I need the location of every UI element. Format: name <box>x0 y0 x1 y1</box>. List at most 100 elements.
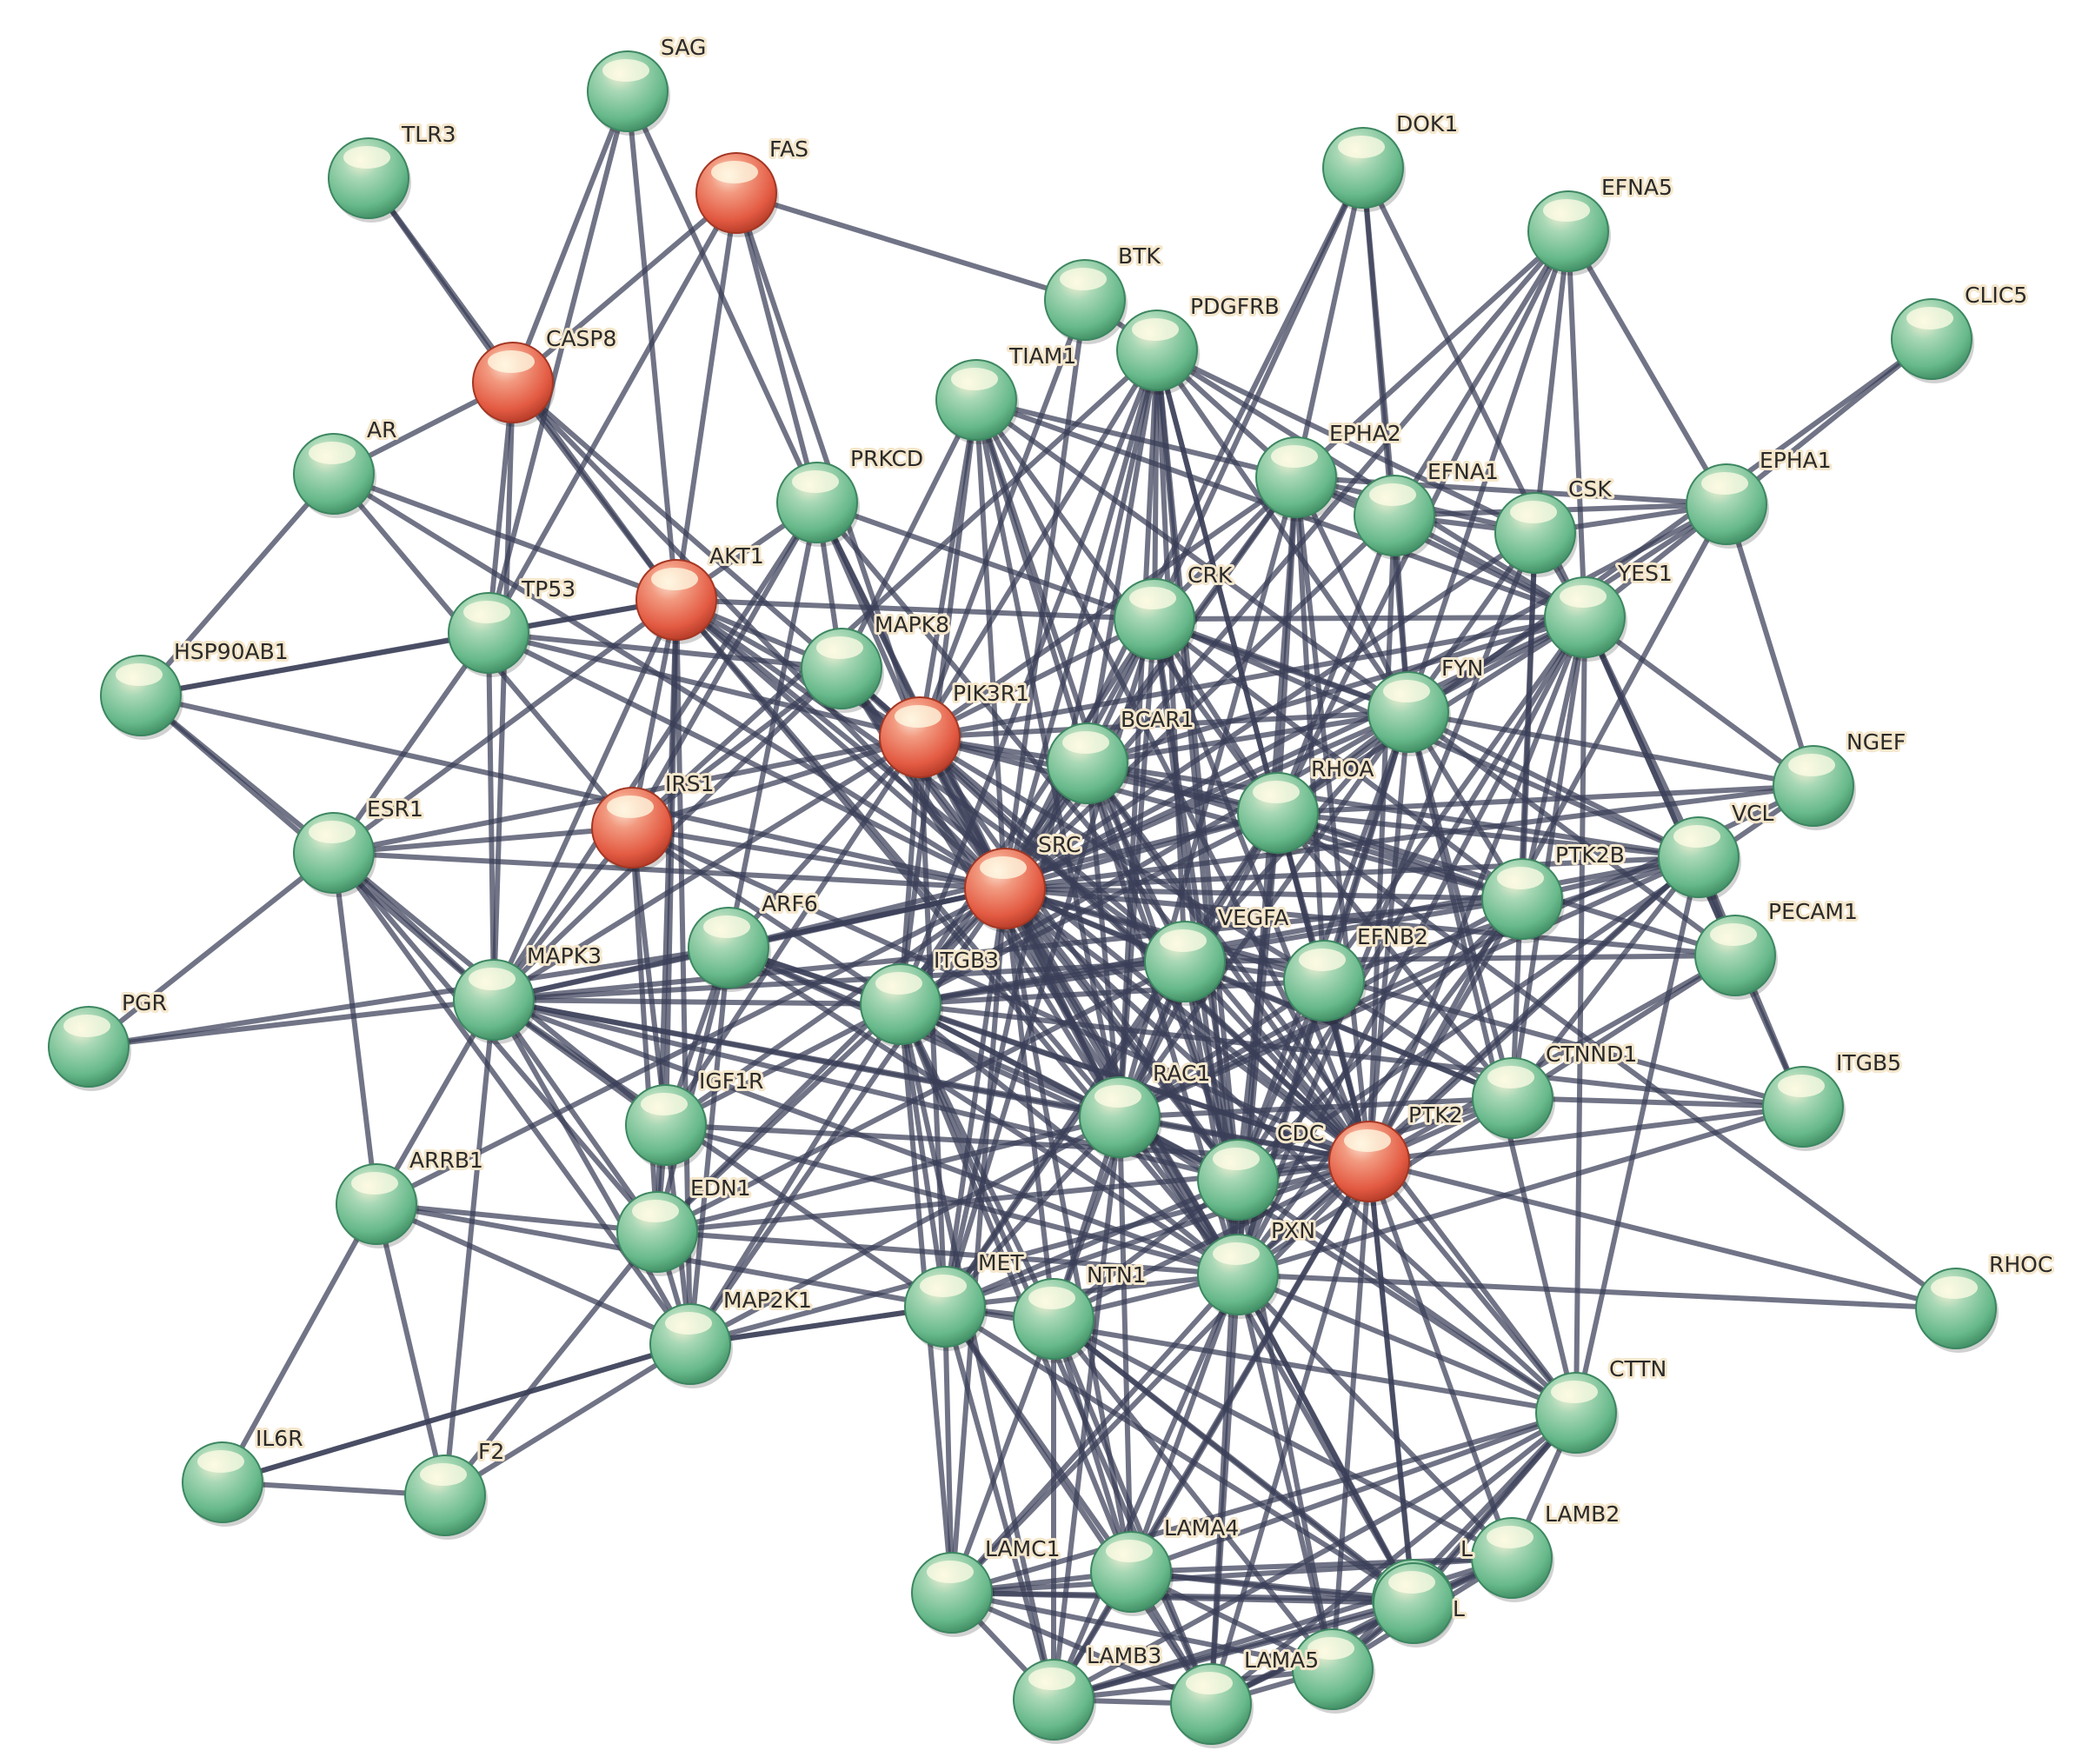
node-efna1[interactable] <box>1354 475 1437 560</box>
node-prkcd[interactable] <box>776 462 860 547</box>
node-il6r[interactable] <box>182 1441 265 1527</box>
node-gloss <box>1338 136 1385 158</box>
node-gloss <box>895 705 941 728</box>
node-btk[interactable] <box>1044 259 1128 344</box>
node-itgb3[interactable] <box>860 963 943 1048</box>
node-bcar1[interactable] <box>1047 722 1130 808</box>
node-arf6[interactable] <box>688 907 771 992</box>
node-ptk2b[interactable] <box>1481 858 1565 943</box>
edge-ar-hsp90ab1 <box>138 471 336 698</box>
node-pecam1[interactable] <box>1694 915 1778 1000</box>
node-cdc42[interactable] <box>1197 1139 1281 1224</box>
node-sag[interactable] <box>587 50 670 136</box>
node-tlr3[interactable] <box>328 137 411 223</box>
node-gloss <box>463 601 510 623</box>
node-label-igf1r: IGF1R <box>699 1068 763 1094</box>
node-met[interactable] <box>904 1266 988 1351</box>
node-mapk8[interactable] <box>801 628 884 713</box>
edge-efna5-efna1 <box>1392 229 1571 518</box>
edge-casp8-tp53 <box>486 380 516 636</box>
edge-pik3r1-yes1 <box>917 615 1587 740</box>
node-cttn[interactable] <box>1535 1372 1619 1457</box>
node-ngef[interactable] <box>1773 745 1856 830</box>
node-rac1[interactable] <box>1079 1076 1162 1162</box>
edge-tiam1-mapk8 <box>839 397 979 671</box>
node-ntn1[interactable] <box>1013 1278 1096 1363</box>
node-dok1[interactable] <box>1322 127 1406 212</box>
edge-arf6-edn1 <box>655 945 731 1235</box>
node-tp53[interactable] <box>448 592 531 677</box>
edge-ngef-rhoa <box>1275 783 1816 815</box>
node-csk[interactable] <box>1494 492 1578 577</box>
node-label-arf6: ARF6 <box>762 891 818 916</box>
node-map2k1[interactable] <box>649 1303 733 1388</box>
node-pxn[interactable] <box>1197 1234 1281 1319</box>
node-lamb3[interactable] <box>1013 1659 1096 1744</box>
edge-fas-tp53 <box>486 190 739 636</box>
node-pgr[interactable] <box>48 1006 131 1091</box>
node-gloss <box>1487 1526 1533 1548</box>
edge-ptk2-met <box>942 1159 1372 1309</box>
node-rhoc[interactable] <box>1915 1268 1999 1353</box>
node-casp8[interactable] <box>472 342 556 427</box>
node-label-ngef: NGEF <box>1846 729 1906 755</box>
edge-pdgfrb-irs1 <box>629 348 1160 830</box>
node-hsp90ab1[interactable] <box>100 655 183 740</box>
edge-fyn-itgb3 <box>898 709 1411 1007</box>
node-clic5[interactable] <box>1891 298 1974 383</box>
node-arrb1[interactable] <box>336 1163 419 1248</box>
node-akt1[interactable] <box>635 559 719 644</box>
edge-edn1-pxn <box>655 1229 1241 1277</box>
node-rhoa[interactable] <box>1237 772 1321 857</box>
node-lama3[interactable] <box>1373 1562 1456 1648</box>
edge-fyn-pecam1 <box>1406 709 1738 958</box>
node-ptk2[interactable] <box>1328 1121 1412 1206</box>
node-esr1[interactable] <box>293 812 376 897</box>
node-efna5[interactable] <box>1527 190 1611 276</box>
edge-crk-fyn <box>1152 616 1411 715</box>
node-fyn[interactable] <box>1367 671 1451 756</box>
node-itgb5[interactable] <box>1762 1066 1846 1151</box>
node-edn1[interactable] <box>616 1191 700 1276</box>
node-gloss <box>1388 1571 1435 1594</box>
node-src[interactable] <box>964 848 1048 933</box>
node-pdgfrb[interactable] <box>1116 310 1200 395</box>
edge-crk-ptk2b <box>1152 616 1525 902</box>
node-igf1r[interactable] <box>625 1084 709 1169</box>
node-mapk3[interactable] <box>453 959 536 1044</box>
node-efnb2[interactable] <box>1283 940 1367 1025</box>
edge-mapk3-met <box>491 997 948 1309</box>
edge-efna5-csk <box>1533 229 1571 536</box>
node-f2[interactable] <box>404 1454 488 1540</box>
node-crk[interactable] <box>1114 578 1197 663</box>
node-epha2[interactable] <box>1255 436 1339 522</box>
node-gloss <box>1543 199 1590 222</box>
node-epha1[interactable] <box>1686 463 1769 549</box>
node-lamb2[interactable] <box>1471 1517 1554 1602</box>
node-label-pik3r1: PIK3R1 <box>953 681 1029 706</box>
node-lama5[interactable] <box>1170 1663 1254 1748</box>
node-lama4[interactable] <box>1090 1531 1174 1616</box>
edge-ptk2-lama5 <box>1208 1159 1372 1707</box>
edge-akt1-esr1 <box>331 597 679 855</box>
edge-itgb3-efnb2 <box>898 978 1327 1007</box>
edge-tp53-esr1 <box>331 630 491 855</box>
node-yes1[interactable] <box>1544 576 1627 662</box>
node-irs1[interactable] <box>591 787 675 872</box>
node-label-mapk8: MAPK8 <box>875 612 949 637</box>
edge-edn1-f2 <box>442 1229 660 1498</box>
node-lamc2[interactable] <box>1292 1628 1375 1714</box>
node-pik3r1[interactable] <box>879 696 962 782</box>
node-vcl[interactable] <box>1658 816 1741 902</box>
node-tiam1[interactable] <box>935 359 1019 444</box>
node-vegfa[interactable] <box>1144 921 1227 1006</box>
edge-ptk2b-ptk2 <box>1367 896 1525 1164</box>
node-lamc1[interactable] <box>911 1552 995 1637</box>
node-ctnnd1[interactable] <box>1472 1057 1555 1142</box>
node-fas[interactable] <box>695 152 779 237</box>
edge-mapk3-edn1 <box>491 997 660 1235</box>
node-ar[interactable] <box>293 433 376 518</box>
edge-fyn-vcl <box>1406 709 1701 860</box>
edge-akt1-crk <box>674 597 1157 622</box>
node-gloss <box>632 1200 679 1222</box>
